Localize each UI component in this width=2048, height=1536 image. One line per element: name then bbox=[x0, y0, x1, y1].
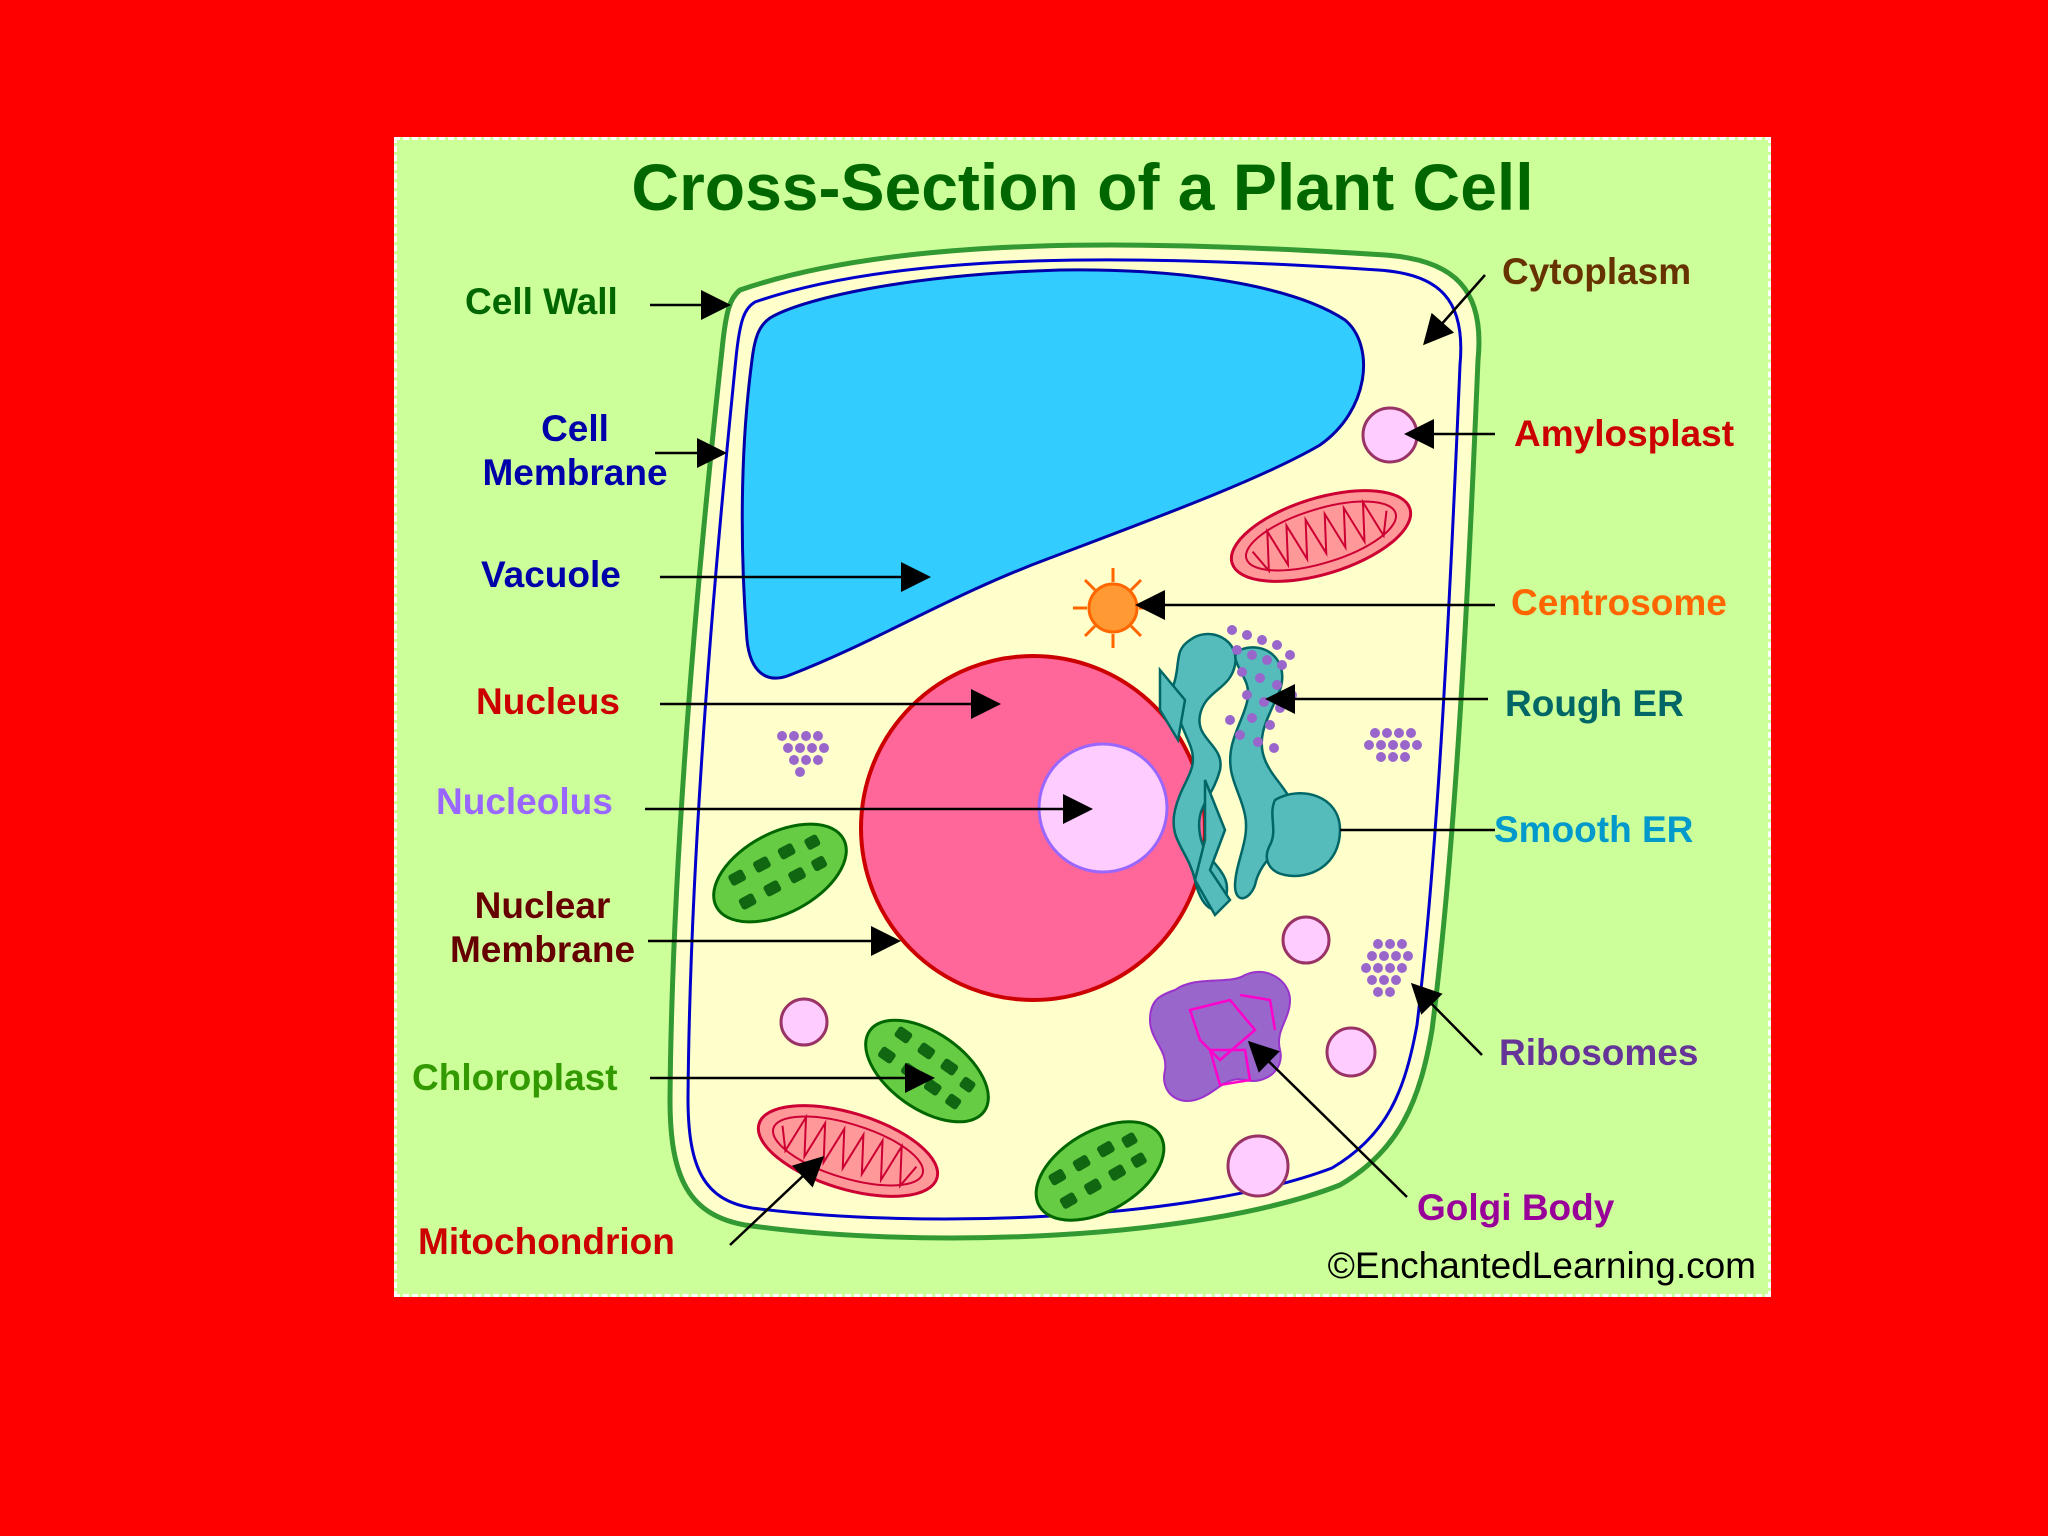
label-cytoplasm: Cytoplasm bbox=[1502, 251, 1692, 292]
label-mitochondrion: Mitochondrion bbox=[418, 1221, 675, 1262]
amyloplasts bbox=[779, 406, 1419, 1198]
label-nuclear-membrane-line2: Membrane bbox=[449, 929, 636, 970]
label-rough-er: Rough ER bbox=[1505, 683, 1684, 724]
pointer-ribosomes bbox=[1410, 982, 1483, 1056]
label-cell-membrane-line1: Cell bbox=[541, 408, 609, 449]
label-chloroplast: Chloroplast bbox=[412, 1057, 618, 1098]
label-centrosome: Centrosome bbox=[1511, 582, 1727, 623]
endoplasmic-reticulum bbox=[1158, 632, 1342, 918]
label-amyloplast: Amylosplast bbox=[1514, 413, 1735, 454]
label-cell-wall: Cell Wall bbox=[465, 281, 618, 322]
copyright-notice: ©EnchantedLearning.com bbox=[1327, 1245, 1756, 1286]
mitochondrion-upper bbox=[1229, 489, 1413, 583]
label-vacuole: Vacuole bbox=[481, 554, 621, 595]
label-smooth-er: Smooth ER bbox=[1494, 809, 1694, 850]
label-golgi-body: Golgi Body bbox=[1417, 1187, 1615, 1228]
label-ribosomes: Ribosomes bbox=[1499, 1032, 1699, 1073]
label-nucleolus: Nucleolus bbox=[436, 781, 613, 822]
centrosome bbox=[1073, 568, 1153, 648]
label-cell-membrane-line2: Membrane bbox=[482, 452, 668, 493]
chloroplast-left bbox=[712, 822, 848, 924]
diagram-title: Cross-Section of a Plant Cell bbox=[631, 150, 1534, 224]
pointer-mitochondrion bbox=[729, 1155, 825, 1246]
label-nuclear-membrane: Nuclear Membrane bbox=[430, 884, 655, 972]
label-cell-membrane: Cell Membrane bbox=[460, 407, 690, 495]
label-nuclear-membrane-line1: Nuclear bbox=[474, 885, 611, 926]
chloroplast-lower bbox=[1034, 1120, 1166, 1222]
label-nucleus: Nucleus bbox=[476, 681, 620, 722]
pointer-golgi-body bbox=[1247, 1040, 1408, 1198]
cell-membrane bbox=[686, 258, 1463, 1221]
pointer-lines bbox=[645, 274, 1495, 1246]
ribosomes bbox=[777, 625, 1422, 997]
pointer-cytoplasm bbox=[1423, 274, 1486, 346]
